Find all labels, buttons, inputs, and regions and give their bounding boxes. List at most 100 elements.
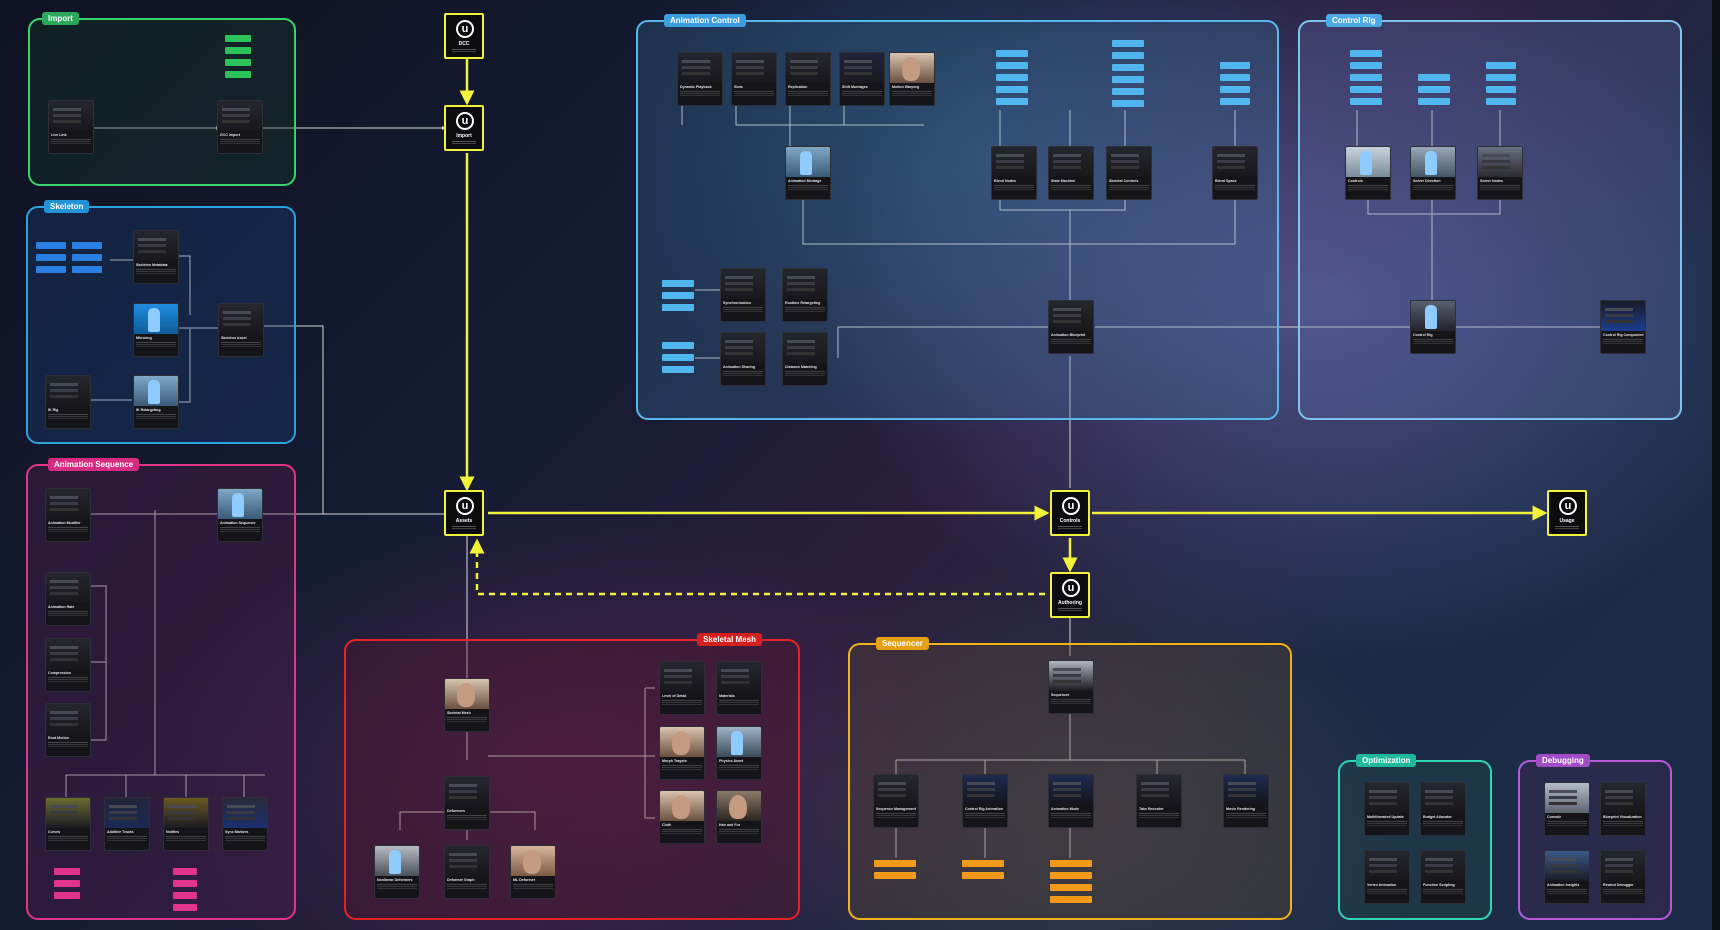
- card-animation-montage[interactable]: Animation Montage: [785, 146, 831, 200]
- card-movie-rendering[interactable]: Movie Rendering: [1223, 774, 1269, 828]
- card-mirroring[interactable]: Mirroring: [133, 303, 179, 357]
- chip: [1350, 86, 1382, 93]
- card-take-recorder[interactable]: Take Recorder: [1136, 774, 1182, 828]
- chip: [72, 266, 102, 273]
- chip: [1350, 74, 1382, 81]
- card-control-rig-component[interactable]: Control Rig Component: [1600, 300, 1646, 354]
- unreal-logo-icon: u: [456, 20, 474, 38]
- card-solver-direction[interactable]: Solver Direction: [1410, 146, 1456, 200]
- chip: [72, 242, 102, 249]
- card-vertex-animation[interactable]: Vertex Animation: [1364, 850, 1410, 904]
- card-morph-targets[interactable]: Morph Targets: [659, 726, 705, 780]
- card-level-of-detail[interactable]: Level of Detail: [659, 661, 705, 715]
- chip: [1418, 98, 1450, 105]
- card-control-rig[interactable]: Control Rig: [1410, 300, 1456, 354]
- card-curves[interactable]: Curves: [45, 797, 91, 851]
- card-synchronization[interactable]: Synchronization: [720, 268, 766, 322]
- chip: [874, 872, 916, 879]
- card-animation-mode[interactable]: Animation Mode: [1048, 774, 1094, 828]
- group-label-control-rig: Control Rig: [1326, 14, 1382, 27]
- chip: [1350, 50, 1382, 57]
- card-sequencer[interactable]: Sequencer: [1048, 660, 1094, 714]
- card-title: Animation Blueprint: [1051, 333, 1086, 337]
- card-skeleton-asset[interactable]: Skeleton Asset: [218, 303, 264, 357]
- card-title: Cloth: [662, 823, 672, 827]
- card-physics-asset[interactable]: Physics Asset: [716, 726, 762, 780]
- card-sync-markers[interactable]: Sync Markers: [222, 797, 268, 851]
- card-controls[interactable]: Controls: [1345, 146, 1391, 200]
- card-dcc-import[interactable]: DCC Import: [217, 100, 263, 154]
- hub-title: Usage: [1559, 518, 1575, 524]
- card-ik-rig[interactable]: IK Rig: [45, 375, 91, 429]
- card-slots[interactable]: Slots: [731, 52, 777, 106]
- card-skeletal-controls[interactable]: Skeletal Controls: [1106, 146, 1152, 200]
- card-nonlinear-deformers[interactable]: Nonlinear Deformers: [374, 845, 420, 899]
- card-animation-blueprint[interactable]: Animation Blueprint: [1048, 300, 1094, 354]
- card-ml-deformer[interactable]: ML Deformer: [510, 845, 556, 899]
- card-budget-allocator[interactable]: Budget Allocator: [1420, 782, 1466, 836]
- card-rewind-debugger[interactable]: Rewind Debugger: [1600, 850, 1646, 904]
- card-solver-nodes[interactable]: Solver Nodes: [1477, 146, 1523, 200]
- card-notifies[interactable]: Notifies: [163, 797, 209, 851]
- card-multithreaded-update[interactable]: Multithreaded Update: [1364, 782, 1410, 836]
- card-animation-sharing[interactable]: Animation Sharing: [720, 332, 766, 386]
- card-title: Distance Matching: [785, 365, 817, 369]
- chip: [54, 892, 80, 899]
- card-hair-and-fur[interactable]: Hair and Fur: [716, 790, 762, 844]
- chip: [36, 266, 66, 273]
- card-compression[interactable]: Compression: [45, 638, 91, 692]
- card-additive-tracks[interactable]: Additive Tracks: [104, 797, 150, 851]
- card-title: IK Retargeting: [136, 408, 161, 412]
- card-runtime-retargeting[interactable]: Runtime Retargeting: [782, 268, 828, 322]
- vertical-scrollbar[interactable]: [1712, 0, 1720, 930]
- card-skeleton-metadata[interactable]: Skeleton Metadata: [133, 230, 179, 284]
- card-deformer-graph[interactable]: Deformer Graph: [444, 845, 490, 899]
- card-animation-sequence[interactable]: Animation Sequence: [217, 488, 263, 542]
- card-title: Control Rig Animation: [965, 807, 1003, 811]
- card-animation-modifier[interactable]: Animation Modifier: [45, 488, 91, 542]
- chip: [662, 366, 694, 373]
- card-shift-montages[interactable]: Shift Montages: [839, 52, 885, 106]
- chip: [1112, 40, 1144, 47]
- chip: [36, 254, 66, 261]
- chip: [54, 868, 80, 875]
- card-title: Morph Targets: [662, 759, 687, 763]
- card-skeletal-mesh[interactable]: Skeletal Mesh: [444, 678, 490, 732]
- card-root-motion[interactable]: Root Motion: [45, 703, 91, 757]
- card-state-machine[interactable]: State Machine: [1048, 146, 1094, 200]
- group-optimization: Optimization: [1338, 754, 1492, 920]
- card-blend-nodes[interactable]: Blend Nodes: [991, 146, 1037, 200]
- card-dynamic-playback[interactable]: Dynamic Playback: [677, 52, 723, 106]
- card-console[interactable]: Console: [1544, 782, 1590, 836]
- group-label-animation-control: Animation Control: [664, 14, 746, 27]
- card-title: State Machine: [1051, 179, 1076, 183]
- chip: [173, 868, 197, 875]
- card-live-link[interactable]: Live Link: [48, 100, 94, 154]
- card-animation-insights[interactable]: Animation Insights: [1544, 850, 1590, 904]
- card-blend-space[interactable]: Blend Space: [1212, 146, 1258, 200]
- card-title: Runtime Retargeting: [785, 301, 821, 305]
- card-sequence-management[interactable]: Sequence Management: [873, 774, 919, 828]
- group-label-sequencer: Sequencer: [876, 637, 929, 650]
- card-animation-rate[interactable]: Animation Rate: [45, 572, 91, 626]
- card-control-rig-animation[interactable]: Control Rig Animation: [962, 774, 1008, 828]
- card-deformers[interactable]: Deformers: [444, 776, 490, 830]
- card-cloth[interactable]: Cloth: [659, 790, 705, 844]
- group-label-skeleton: Skeleton: [44, 200, 90, 213]
- card-blueprint-visualization[interactable]: Blueprint Visualization: [1600, 782, 1646, 836]
- chip: [1050, 872, 1092, 879]
- card-distance-matching[interactable]: Distance Matching: [782, 332, 828, 386]
- card-function-scripting[interactable]: Function Scripting: [1420, 850, 1466, 904]
- card-materials[interactable]: Materials: [716, 661, 762, 715]
- card-title: Take Recorder: [1139, 807, 1164, 811]
- card-ik-retargeting[interactable]: IK Retargeting: [133, 375, 179, 429]
- card-motion-warping[interactable]: Motion Warping: [889, 52, 935, 106]
- card-title: Live Link: [51, 133, 67, 137]
- card-replication[interactable]: Replication: [785, 52, 831, 106]
